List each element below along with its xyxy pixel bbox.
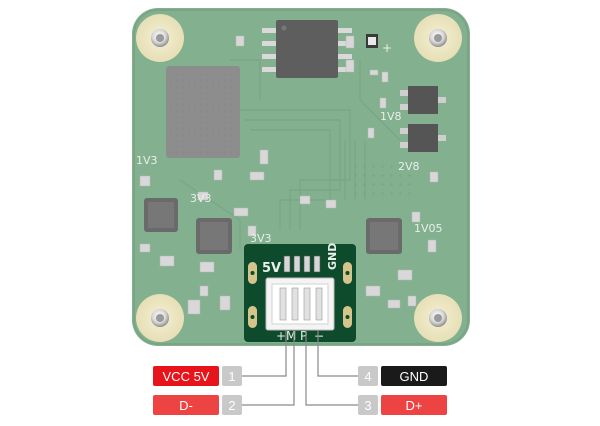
inductor-right <box>366 218 402 254</box>
connector-label-plus: + <box>276 329 286 343</box>
pin-label: VCC 5V <box>163 369 210 384</box>
connector-label-p: P <box>300 329 307 343</box>
silk-1v8: 1V8 <box>380 110 402 123</box>
inductor-center <box>196 218 232 254</box>
connector-label-gnd: GND <box>326 243 339 270</box>
main-qfn-chip <box>166 66 240 158</box>
passive-components <box>139 35 439 315</box>
mounting-hole-top-left <box>136 14 184 62</box>
pin-label-box <box>381 395 447 415</box>
pin-number-badge <box>222 366 242 386</box>
pin-row-1: VCC 5V 1 <box>153 366 242 386</box>
pin-label-box <box>153 395 219 415</box>
status-led <box>366 34 378 48</box>
pin-label: GND <box>400 369 429 384</box>
pin-row-2: D- 2 <box>153 395 242 415</box>
connector-label-m: M <box>286 329 296 343</box>
pin-number: 3 <box>364 398 371 413</box>
inductor-left <box>144 198 178 232</box>
usb-connector-board <box>244 244 356 342</box>
pin-number-badge <box>222 395 242 415</box>
mounting-hole-bottom-right <box>414 294 462 342</box>
regulator-2v8 <box>400 124 446 152</box>
silk-plus-mark: + <box>382 41 392 55</box>
pin-number: 4 <box>364 369 371 384</box>
pin-label: D- <box>179 398 193 413</box>
leader-line-pin2 <box>242 330 295 406</box>
silk-3v3-left: 3V3 <box>190 192 212 205</box>
pin-label: D+ <box>406 398 423 413</box>
regulator-1v8 <box>400 86 446 114</box>
silk-2v8: 2V8 <box>398 160 420 173</box>
pin-label-box <box>153 366 219 386</box>
connector-label-minus: − <box>314 329 324 343</box>
leader-lines <box>242 330 358 406</box>
pin-number-badge <box>358 395 378 415</box>
leader-line-pin3 <box>305 330 358 406</box>
pin-number: 1 <box>228 369 235 384</box>
mounting-hole-top-right <box>414 14 462 62</box>
pin-label-box <box>381 366 447 386</box>
pin-number: 2 <box>228 398 235 413</box>
mounting-hole-bottom-left <box>136 294 184 342</box>
silk-3v3-right: 3V3 <box>250 232 272 245</box>
pin-number-badge <box>358 366 378 386</box>
leader-line-pin4 <box>317 330 358 377</box>
leader-line-pin1 <box>242 330 287 377</box>
pin-row-4: 4 GND <box>358 366 447 386</box>
silk-1v3: 1V3 <box>136 154 158 167</box>
pin-row-3: 3 D+ <box>358 395 447 415</box>
connector-label-5v: 5V <box>262 261 281 276</box>
soic8-chip <box>262 20 352 78</box>
silk-1v05: 1V05 <box>414 222 443 235</box>
